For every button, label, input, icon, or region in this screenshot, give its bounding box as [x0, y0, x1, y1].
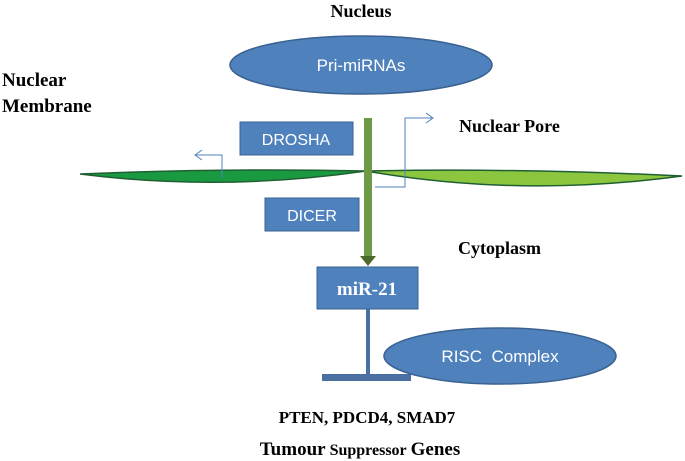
membrane-callout-arrowhead: [194, 149, 203, 161]
membrane-callout-arrow: [196, 154, 223, 178]
pri-mirnas-ellipse: [229, 35, 493, 95]
nuclear-membrane-right: [365, 169, 683, 187]
nuclear-membrane-label-line1: Nuclear: [2, 70, 67, 91]
drosha-label: DROSHA: [262, 132, 331, 149]
tsg-word-tumour: Tumour: [260, 439, 326, 460]
risc-complex-node: RISC Complex: [383, 327, 617, 385]
pri-mirnas-label: Pri-miRNAs: [317, 56, 406, 75]
mir21-node: miR-21: [316, 266, 419, 310]
inhibition-bar: [322, 374, 411, 381]
processing-stem-arrowhead: [360, 256, 376, 266]
tsg-word-suppressor: Suppressor: [330, 442, 407, 459]
dicer-node: DICER: [264, 197, 360, 232]
mir21-label: miR-21: [337, 279, 397, 300]
tsg-word-genes: Genes: [411, 439, 461, 460]
mir21-box: [316, 266, 419, 310]
pore-callout-arrowhead: [425, 112, 434, 124]
risc-complex-label: RISC Complex: [441, 347, 559, 366]
tumour-suppressor-genes-label: Tumour Suppressor Genes: [260, 439, 461, 460]
dicer-box: [264, 197, 360, 232]
cytoplasm-label: Cytoplasm: [458, 238, 541, 258]
target-genes-label: PTEN, PDCD4, SMAD7: [279, 408, 456, 427]
pri-mirnas-node: Pri-miRNAs: [229, 35, 493, 95]
nuclear-membrane-left: [79, 169, 367, 184]
pore-callout-arrow: [375, 117, 432, 188]
nucleus-label: Nucleus: [330, 1, 391, 21]
risc-complex-ellipse: [383, 327, 617, 385]
drosha-box: [239, 121, 354, 156]
drosha-node: DROSHA: [239, 121, 354, 156]
dicer-label: DICER: [287, 208, 337, 225]
nuclear-membrane-label-line2: Membrane: [2, 96, 92, 117]
nuclear-pore-label: Nuclear Pore: [459, 116, 560, 136]
